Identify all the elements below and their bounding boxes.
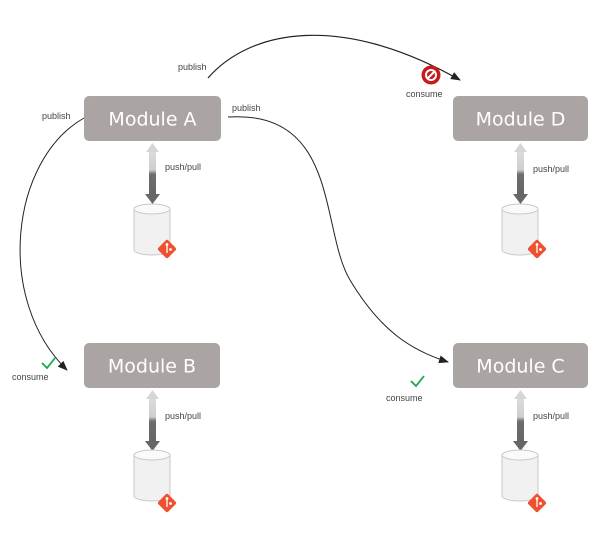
sync-arrow-a xyxy=(145,143,160,204)
checkmark-icon xyxy=(41,357,56,370)
module-d-label: Module D xyxy=(476,109,566,131)
flow-a-to-c xyxy=(227,116,449,364)
git-icon xyxy=(157,239,177,259)
module-a-box xyxy=(84,96,221,141)
push-pull-label-b: push/pull xyxy=(165,411,201,421)
no-entry-icon xyxy=(421,65,441,85)
consume-label-c: consume xyxy=(386,393,423,403)
database-icon xyxy=(133,203,171,256)
flow-a-to-b xyxy=(19,117,85,371)
module-c[interactable]: Module C xyxy=(453,343,588,388)
git-icon xyxy=(527,239,547,259)
database-icon xyxy=(133,449,171,502)
module-a-label: Module A xyxy=(108,109,196,131)
checkmark-icon xyxy=(410,375,425,388)
module-b-box xyxy=(84,343,220,388)
consume-label-d: consume xyxy=(406,89,443,99)
git-icon xyxy=(157,493,177,513)
push-pull-label-d: push/pull xyxy=(533,164,569,174)
publish-label-c: publish xyxy=(232,103,261,113)
module-d[interactable]: Module D xyxy=(453,96,588,141)
sync-arrow-c xyxy=(513,390,528,451)
flow-a-to-d xyxy=(207,34,461,81)
database-icon xyxy=(501,449,539,502)
module-c-box xyxy=(453,343,588,388)
module-d-box xyxy=(453,96,588,141)
consume-label-b: consume xyxy=(12,372,49,382)
module-b-label: Module B xyxy=(108,356,196,378)
push-pull-label-a: push/pull xyxy=(165,162,201,172)
publish-label-d: publish xyxy=(178,62,207,72)
sync-arrow-d xyxy=(513,143,528,204)
module-c-label: Module C xyxy=(476,356,564,378)
publish-label-b: publish xyxy=(42,111,71,121)
git-icon xyxy=(527,493,547,513)
module-b[interactable]: Module B xyxy=(84,343,220,388)
sync-arrow-b xyxy=(145,390,160,451)
push-pull-label-c: push/pull xyxy=(533,411,569,421)
module-a[interactable]: Module A xyxy=(84,96,221,141)
